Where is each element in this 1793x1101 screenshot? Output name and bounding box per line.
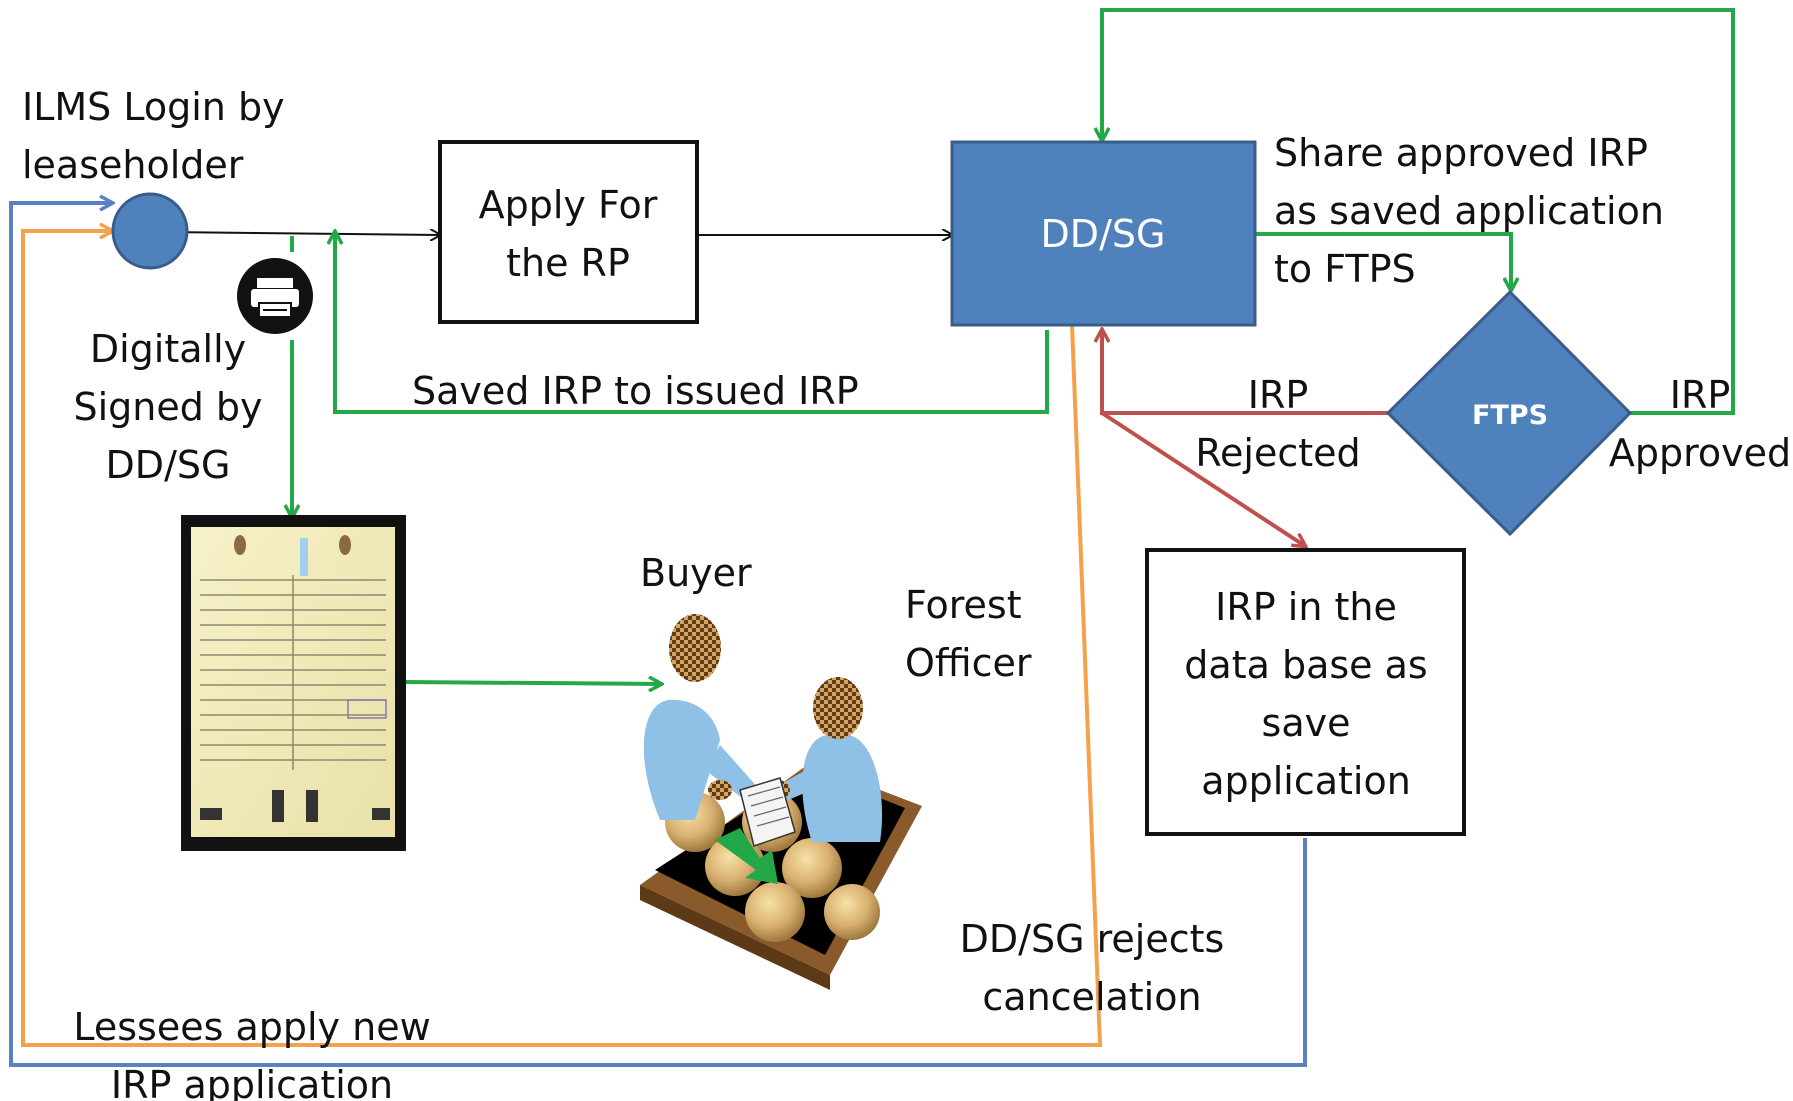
svg-text:FTPS: FTPS [1472, 400, 1548, 431]
edge-rejected-to-database [1100, 411, 1305, 546]
saved-to-issued-label: Saved IRP to issued IRP [412, 369, 859, 413]
edge-database-to-login [9, 203, 1307, 1067]
buyer-label: Buyer [640, 551, 752, 595]
buyer-forest-officer-illustration [640, 614, 922, 990]
edge-login-to-apply [164, 232, 440, 235]
ftps-diamond: FTPS [1385, 289, 1633, 537]
svg-text:DD/SG: DD/SG [1041, 212, 1166, 256]
signed-document-image [181, 515, 406, 851]
edge-ftps-approved-loop [1102, 8, 1735, 415]
edge-saved-to-issued [335, 232, 1049, 414]
edge-ftps-rejected [1102, 330, 1388, 415]
printer-icon [237, 258, 313, 334]
edge-ddsg-to-ftps [1255, 232, 1511, 290]
edge-document-to-buyer [403, 682, 661, 684]
edge-ddsg-rejects-cancelation [21, 231, 1103, 1047]
login-node [111, 192, 189, 270]
ddsg-box: DD/SG [950, 140, 1257, 327]
